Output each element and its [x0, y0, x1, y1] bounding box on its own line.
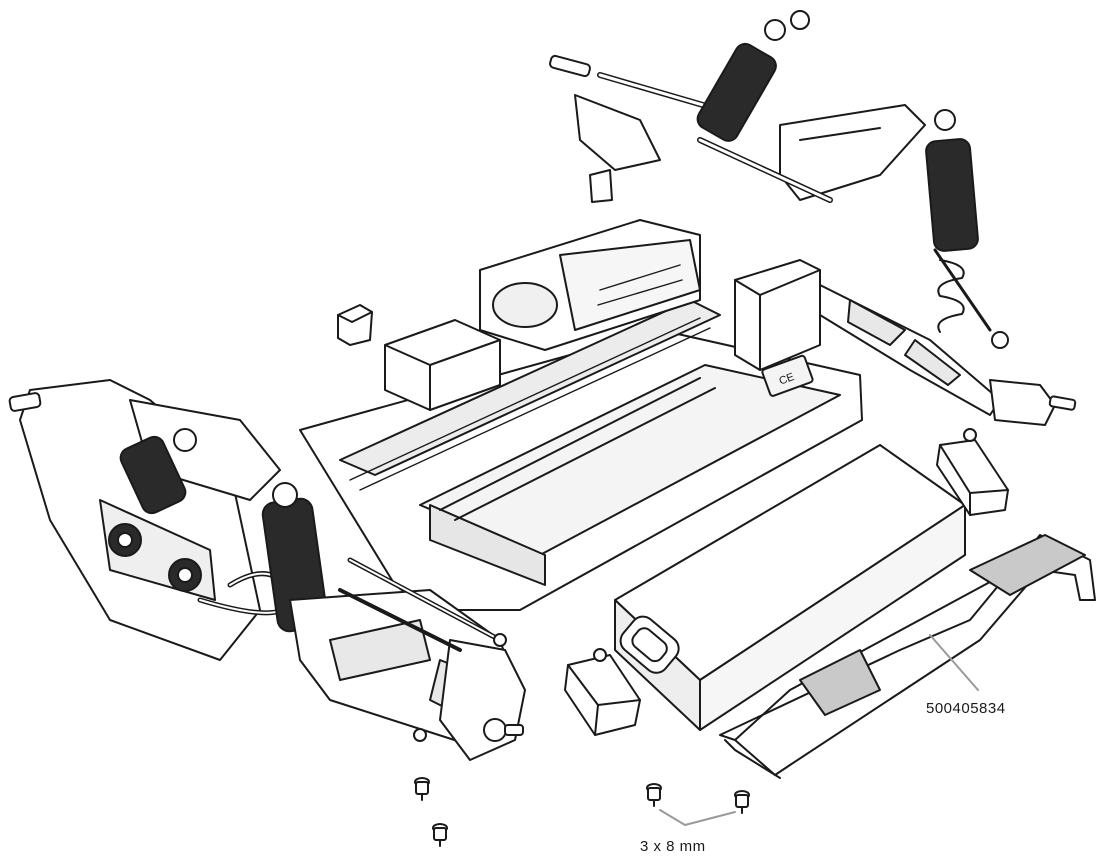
screw-right-2	[734, 790, 750, 814]
battery-strap	[719, 534, 1096, 779]
upper-shock	[696, 10, 810, 142]
battery-block-rear	[936, 428, 1009, 516]
part-leader-line	[929, 634, 979, 691]
rear-suspension	[549, 10, 1077, 426]
screw-size-label: 3 x 8 mm	[640, 838, 706, 855]
screw-leader-line	[659, 809, 736, 826]
chassis: CE	[299, 219, 863, 611]
battery-pack	[614, 444, 966, 731]
battery-block-front	[564, 648, 641, 736]
part-number-label: 500405834	[926, 700, 1006, 717]
rear-shock	[925, 109, 1009, 349]
screw-left-2	[432, 823, 448, 847]
front-shock-upper	[119, 428, 197, 515]
screw-right-1	[646, 783, 662, 807]
svg-text:CE: CE	[778, 371, 796, 388]
front-suspension	[8, 379, 526, 761]
screw-left-1	[414, 777, 430, 801]
